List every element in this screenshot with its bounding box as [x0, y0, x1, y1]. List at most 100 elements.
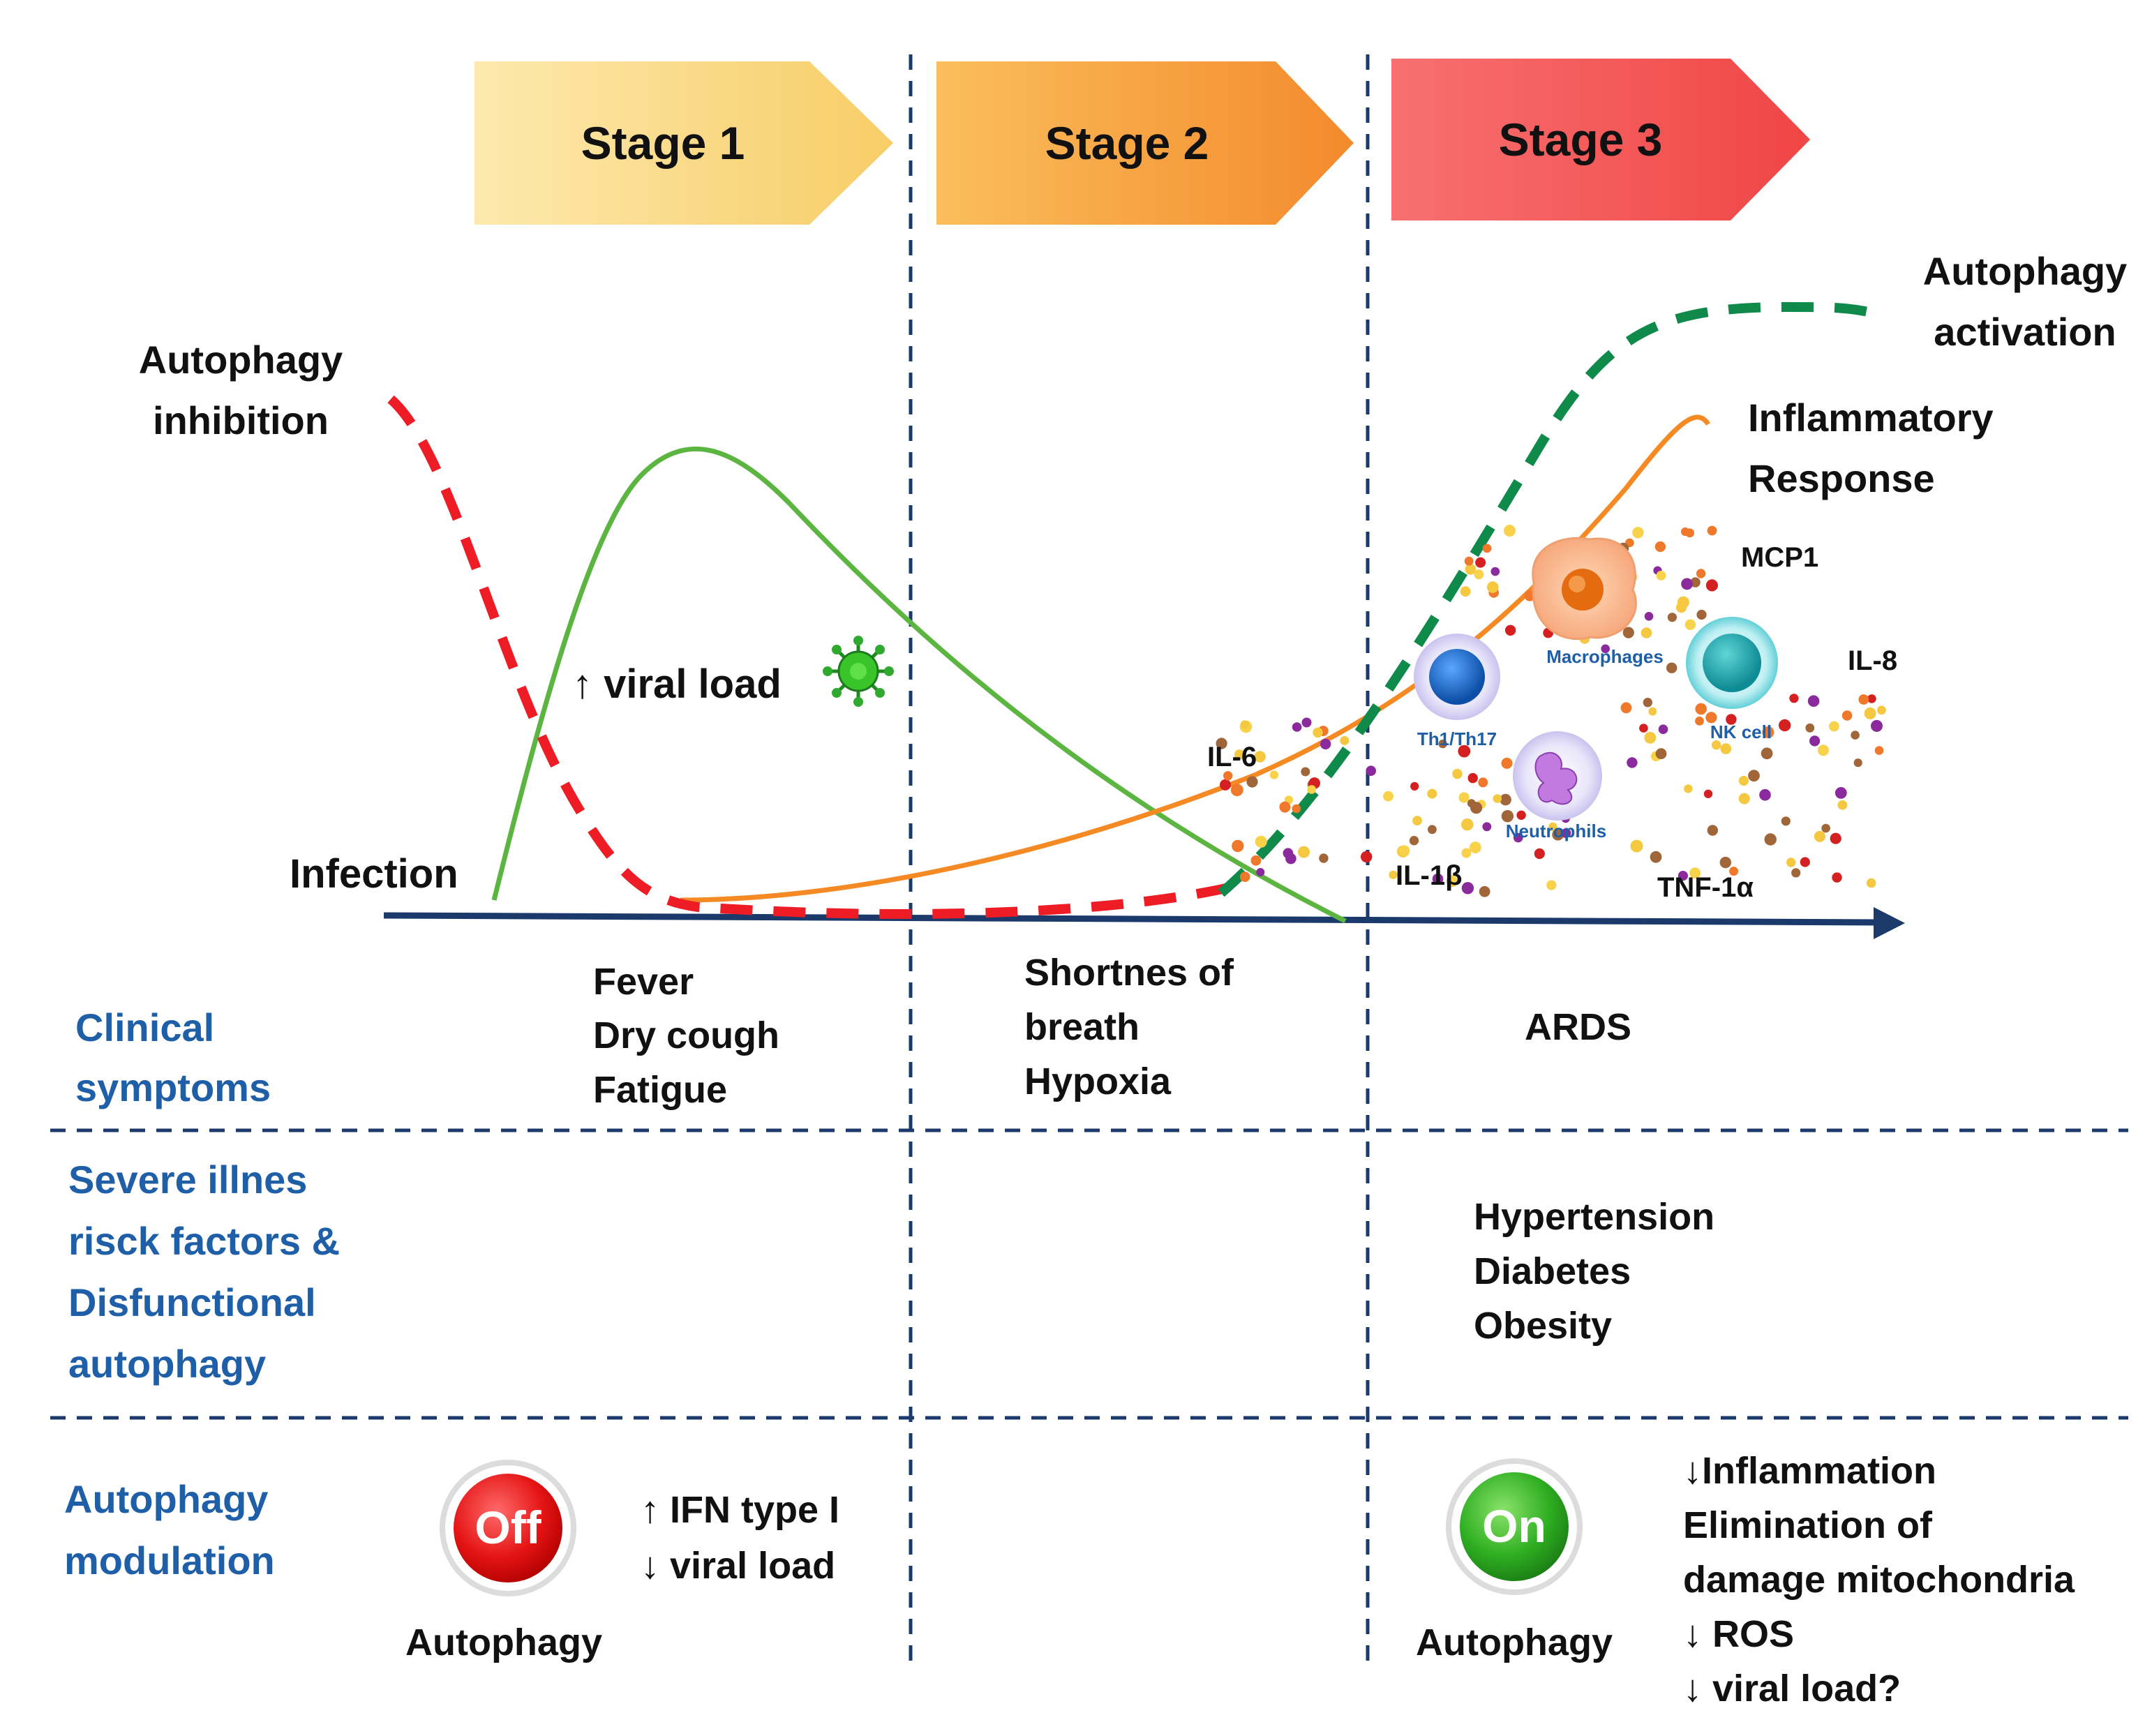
- cytokine-dot: [1707, 825, 1718, 836]
- cytokine-dot: [1220, 779, 1231, 791]
- cytokine-dot: [1805, 723, 1815, 733]
- viral-load-label: ↑ viral load: [572, 661, 782, 707]
- clinical-symptoms-title-2: symptoms: [75, 1065, 271, 1109]
- stage2-symptom-2: breath: [1024, 1006, 1139, 1048]
- cytokine-dot: [1851, 731, 1860, 740]
- time-axis: [383, 907, 1905, 939]
- cytokine-dot: [1223, 771, 1233, 781]
- cytokine-dot: [1814, 830, 1825, 842]
- cytokine-dot: [1791, 868, 1801, 878]
- cytokine-dot: [1789, 694, 1799, 703]
- cytokine-dot: [1298, 846, 1310, 858]
- cytokine-dot: [1501, 757, 1513, 769]
- cytokine-dot: [1648, 707, 1657, 716]
- il1b-label: IL-1β: [1396, 860, 1463, 891]
- cytokine-dot: [1412, 816, 1422, 825]
- cytokine-dot: [1620, 702, 1632, 714]
- stage-1-label: Stage 1: [581, 117, 745, 169]
- cytokine-dot: [1738, 775, 1749, 786]
- cytokine-dot: [1696, 609, 1707, 620]
- cytokine-dot: [1285, 853, 1297, 865]
- inflammatory-response-label-1: Inflammatory: [1748, 396, 1994, 440]
- cytokine-dot: [1807, 695, 1820, 707]
- cytokine-dot: [1501, 810, 1514, 823]
- nk-cell-label: NK cell: [1710, 721, 1772, 742]
- cytokine-dot: [1817, 744, 1829, 756]
- cytokine-dot: [1837, 800, 1848, 810]
- stage1-effect-2: ↓ viral load: [641, 1545, 835, 1587]
- cytokine-dot: [1246, 776, 1258, 788]
- cytokine-dot: [1871, 719, 1883, 732]
- mcp1-label: MCP1: [1741, 542, 1818, 573]
- cytokine-dot: [1279, 801, 1291, 813]
- autophagy-off-button: Off: [440, 1460, 576, 1596]
- cytokine-dot: [1465, 564, 1477, 575]
- cytokine-dot: [1255, 835, 1267, 848]
- cytokine-dot: [1232, 839, 1244, 853]
- cytokine-dot: [1301, 767, 1310, 777]
- cytokine-dot: [1256, 868, 1265, 876]
- cytokine-dot: [1689, 867, 1701, 879]
- inflammatory-response-curve: [680, 414, 1710, 903]
- cytokine-dot: [1432, 873, 1444, 885]
- cytokine-dot: [1474, 569, 1484, 580]
- cytokine-dot: [1292, 804, 1301, 814]
- off-button-caption: Autophagy: [405, 1622, 602, 1663]
- stage3-effect-2: Elimination of: [1683, 1504, 1933, 1546]
- cytokine-dot: [1656, 571, 1666, 581]
- cytokine-dot: [1504, 624, 1516, 636]
- infection-label: Infection: [290, 851, 458, 897]
- cytokine-dot: [1493, 794, 1502, 803]
- autophagy-inhibition-label-1: Autophagy: [139, 338, 343, 382]
- stage3-effect-1: ↓Inflammation: [1683, 1450, 1936, 1492]
- cytokine-dot: [1841, 710, 1853, 721]
- cytokine-dot: [1230, 784, 1243, 797]
- risk-factor-2: Diabetes: [1474, 1250, 1631, 1292]
- cytokine-dot: [1482, 822, 1492, 832]
- cytokine-dot: [1470, 802, 1483, 814]
- cytokine-dot: [1239, 871, 1250, 882]
- autophagy-inhibition-curve: [387, 395, 1236, 919]
- cytokine-dot: [1427, 825, 1437, 835]
- cytokine-dot: [1216, 738, 1227, 749]
- modulation-title-1: Autophagy: [64, 1477, 268, 1521]
- cytokine-dot: [1546, 880, 1557, 890]
- cytokine-dot: [1684, 784, 1693, 793]
- cytokine-dot: [1853, 758, 1862, 768]
- stage1-symptom-3: Fatigue: [593, 1069, 727, 1111]
- cytokine-dot: [1695, 703, 1707, 715]
- autophagy-activation-label-1: Autophagy: [1923, 249, 2127, 293]
- cytokine-dot: [1658, 724, 1668, 734]
- cytokine-dot: [1705, 712, 1717, 724]
- il6-label: IL-6: [1207, 742, 1257, 772]
- cytokine-dot: [1667, 613, 1677, 622]
- cytokine-dot: [1830, 832, 1841, 844]
- cytokine-dot: [1464, 556, 1474, 566]
- stage-3-label: Stage 3: [1499, 114, 1663, 165]
- cytokine-dot: [1762, 726, 1774, 738]
- cytokine-dot: [1655, 748, 1667, 760]
- viral-load-curve: [491, 446, 1347, 924]
- cytokine-dot: [1446, 875, 1458, 888]
- cytokine-dot: [1513, 832, 1523, 843]
- stage-1-banner: Stage 1: [475, 61, 893, 225]
- cytokine-dot: [1726, 714, 1737, 725]
- cytokine-dot: [1361, 851, 1373, 863]
- cytokine-dot: [1867, 694, 1876, 703]
- cytokine-dot: [1486, 581, 1499, 593]
- cytokine-dot: [1482, 544, 1492, 553]
- on-button-caption: Autophagy: [1416, 1622, 1613, 1663]
- cytokine-dot: [1786, 858, 1796, 867]
- autophagy-activation-label-2: activation: [1934, 310, 2116, 354]
- cytokine-dot: [1644, 612, 1654, 621]
- cytokine-dot: [1307, 785, 1316, 794]
- cytokine-dot: [1829, 721, 1839, 732]
- cytokine-dot: [1460, 586, 1471, 597]
- il8-label: IL-8: [1848, 645, 1897, 676]
- cytokine-dot: [1240, 720, 1250, 729]
- cytokine-dot: [1452, 768, 1463, 779]
- cytokine-dot: [1461, 848, 1472, 858]
- risk-factor-1: Hypertension: [1474, 1196, 1714, 1238]
- neutrophil-icon: [1513, 731, 1602, 821]
